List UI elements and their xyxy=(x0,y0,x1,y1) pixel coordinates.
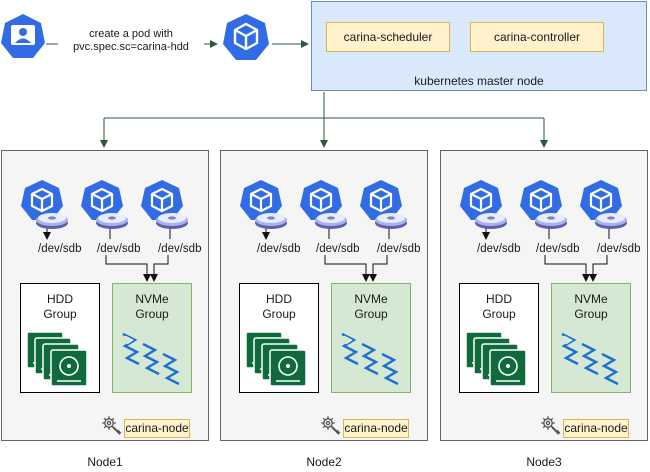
nvme-group: NVMe Group xyxy=(331,283,411,393)
hard-disk-icon xyxy=(245,331,314,393)
device-label: /dev/sdb xyxy=(597,243,641,255)
kubernetes-pod-disk-icon xyxy=(459,179,509,236)
nvme-device-icon xyxy=(340,332,404,393)
device-label: /dev/sdb xyxy=(536,243,580,255)
hdd-group-label: HDD Group xyxy=(262,292,296,321)
hdd-group: HDD Group xyxy=(459,283,539,393)
hdd-group: HDD Group xyxy=(20,283,100,393)
kubernetes-pod-disk-icon xyxy=(20,179,70,236)
node-2-label: Node2 xyxy=(306,455,342,469)
nvme-group-label: NVMe Group xyxy=(354,292,388,321)
carina-controller-box: carina-controller xyxy=(470,22,604,52)
master-to-nodes-connector xyxy=(100,92,548,148)
kubernetes-pod-disk-icon xyxy=(579,179,629,236)
carina-node-agent: carina-node xyxy=(563,419,629,438)
gear-wrench-icon xyxy=(539,414,561,441)
nvme-group-label: NVMe Group xyxy=(574,292,608,321)
carina-node-agent: carina-node xyxy=(124,419,190,438)
kubernetes-master-node: carina-scheduler carina-controller kuber… xyxy=(311,1,647,91)
gear-wrench-icon xyxy=(319,414,341,441)
device-label: /dev/sdb xyxy=(38,243,82,255)
nvme-group-label: NVMe Group xyxy=(135,292,169,321)
device-connector xyxy=(43,227,171,282)
device-label: /dev/sdb xyxy=(97,243,141,255)
kubernetes-pod-disk-icon xyxy=(80,179,130,236)
request-label: create a pod with pvc.spec.sc=carina-hdd xyxy=(58,28,204,54)
kubernetes-pod-disk-icon xyxy=(519,179,569,236)
gear-wrench-icon xyxy=(100,414,122,441)
kubernetes-api-icon xyxy=(222,13,270,66)
device-connector xyxy=(262,227,390,282)
worker-node-2: /dev/sdb /dev/sdb /dev/sdb HDD Group NVM… xyxy=(220,150,428,441)
device-label: /dev/sdb xyxy=(158,243,202,255)
worker-node-3: /dev/sdb /dev/sdb /dev/sdb HDD Group NVM… xyxy=(440,150,648,441)
nvme-device-icon xyxy=(560,332,624,393)
device-label: /dev/sdb xyxy=(377,243,421,255)
master-node-label: kubernetes master node xyxy=(414,74,544,88)
kubernetes-pod-disk-icon xyxy=(239,179,289,236)
kubernetes-pod-disk-icon xyxy=(299,179,349,236)
device-connector xyxy=(482,227,610,282)
device-label: /dev/sdb xyxy=(477,243,521,255)
nvme-device-icon xyxy=(121,332,185,393)
kubernetes-pod-disk-icon xyxy=(359,179,409,236)
nvme-group: NVMe Group xyxy=(551,283,631,393)
device-label: /dev/sdb xyxy=(316,243,360,255)
hard-disk-icon xyxy=(465,331,534,393)
nvme-group: NVMe Group xyxy=(112,283,192,393)
node-3-label: Node3 xyxy=(526,455,562,469)
kubernetes-pod-disk-icon xyxy=(140,179,190,236)
hdd-group: HDD Group xyxy=(239,283,319,393)
worker-node-1: /dev/sdb /dev/sdb /dev/sdb HDD Group NVM… xyxy=(1,150,209,441)
hdd-group-label: HDD Group xyxy=(43,292,77,321)
carina-scheduler-box: carina-scheduler xyxy=(326,22,450,52)
user-icon xyxy=(0,13,46,64)
node-1-label: Node1 xyxy=(87,455,123,469)
hdd-group-label: HDD Group xyxy=(482,292,516,321)
device-label: /dev/sdb xyxy=(257,243,301,255)
carina-node-agent: carina-node xyxy=(343,419,409,438)
hard-disk-icon xyxy=(26,331,95,393)
